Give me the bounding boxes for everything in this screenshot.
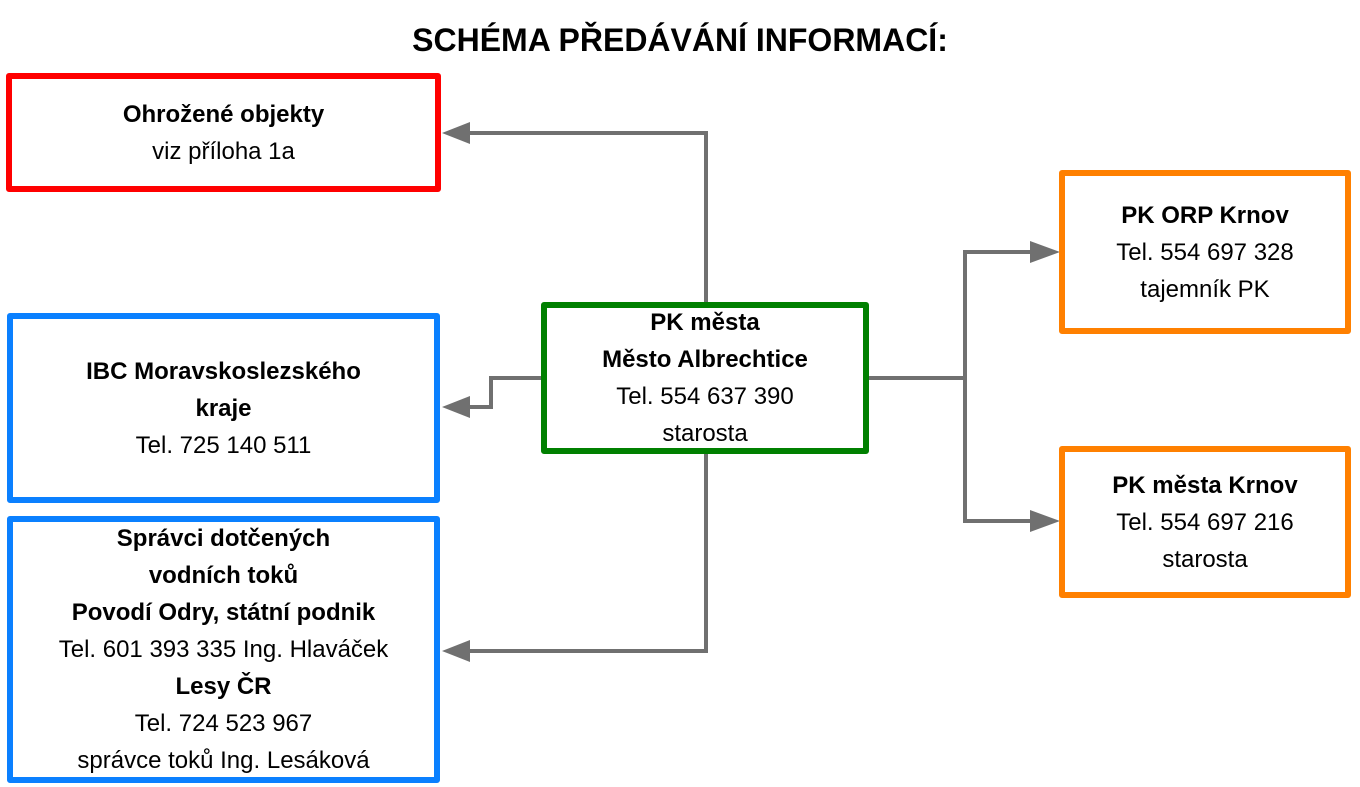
diagram-title: SCHÉMA PŘEDÁVÁNÍ INFORMACÍ: [412,22,948,58]
node-text: viz příloha 1a [152,137,295,165]
node-phone: Tel. 601 393 335 Ing. Hlaváček [58,636,389,663]
node-krnov-city: PK města Krnov Tel. 554 697 216 starosta [1059,446,1351,598]
node-ibc: IBC Moravskoslezského kraje Tel. 725 140… [7,313,440,503]
node-phone: Tel. 554 697 216 [1116,508,1294,536]
node-text: tajemník PK [1140,275,1270,303]
arrow-head [442,640,470,662]
node-text: starosta [662,420,748,447]
node-title: PK ORP Krnov [1121,201,1289,229]
node-title: IBC Moravskoslezského [86,357,361,385]
edge-center-rivers [470,452,708,653]
node-title: Správci dotčených [116,525,331,552]
node-title: Ohrožené objekty [122,100,325,128]
edge-center-threatened [470,131,708,305]
node-title: PK města Krnov [1112,471,1298,499]
node-phone: Tel. 554 637 390 [616,383,794,410]
node-text: správce toků Ing. Lesáková [77,747,370,774]
arrow-head [1030,510,1060,532]
arrow-head [442,396,470,418]
node-org: Povodí Odry, státní podnik [71,599,376,626]
edge-center-ibc [470,376,544,409]
node-text: starosta [1162,545,1248,573]
node-phone: Tel. 725 140 511 [135,431,312,459]
arrow-head [1030,241,1060,263]
arrow-head [442,122,470,144]
node-center: PK města Město Albrechtice Tel. 554 637 … [541,302,869,454]
node-phone: Tel. 554 697 328 [1116,238,1294,266]
node-phone: Tel. 724 523 967 [134,710,313,737]
edge-center-krnov [963,378,1030,523]
node-threatened-objects: Ohrožené objekty viz příloha 1a [6,73,441,192]
node-org: Lesy ČR [175,673,272,700]
node-title: PK města [650,309,760,336]
node-river-managers: Správci dotčených vodních toků Povodí Od… [7,516,440,783]
node-title: vodních toků [148,562,299,589]
node-orp-krnov: PK ORP Krnov Tel. 554 697 328 tajemník P… [1059,170,1351,334]
edge-center-orp [963,250,1030,378]
node-title: Město Albrechtice [602,346,808,373]
node-title: kraje [195,394,252,422]
